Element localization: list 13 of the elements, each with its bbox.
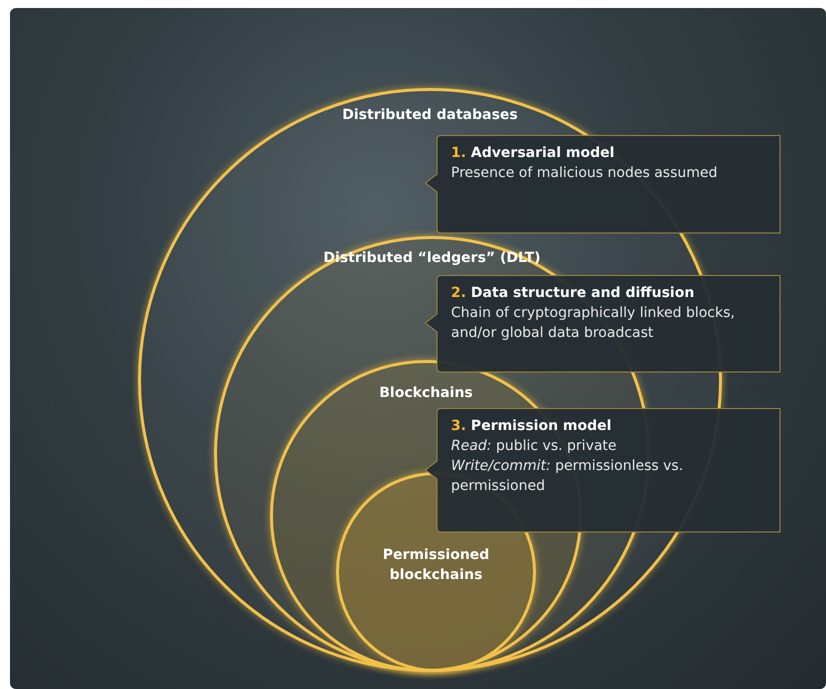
- callout-box: [425, 135, 781, 234]
- callout-description: Read: public vs. private: [451, 437, 618, 456]
- circle-label: Blockchains: [379, 384, 473, 403]
- callout-heading: 3. Permission model: [451, 417, 612, 436]
- circle-label: Distributed databases: [342, 106, 518, 125]
- callout-heading: 1. Adversarial model: [451, 144, 616, 163]
- circle-label: Permissioned blockchains: [382, 546, 490, 585]
- callout-description: Chain of cryptographically linked blocks, and/or global data broadcast: [451, 304, 736, 343]
- callout-box: [425, 275, 781, 373]
- callout-description: Presence of malicious nodes assumed: [451, 164, 718, 183]
- callout-description: Write/commit: permissionless vs. permissioned: [451, 457, 684, 496]
- callout-heading: 2. Data structure and diffusion: [451, 284, 696, 303]
- callout-box: [425, 408, 781, 533]
